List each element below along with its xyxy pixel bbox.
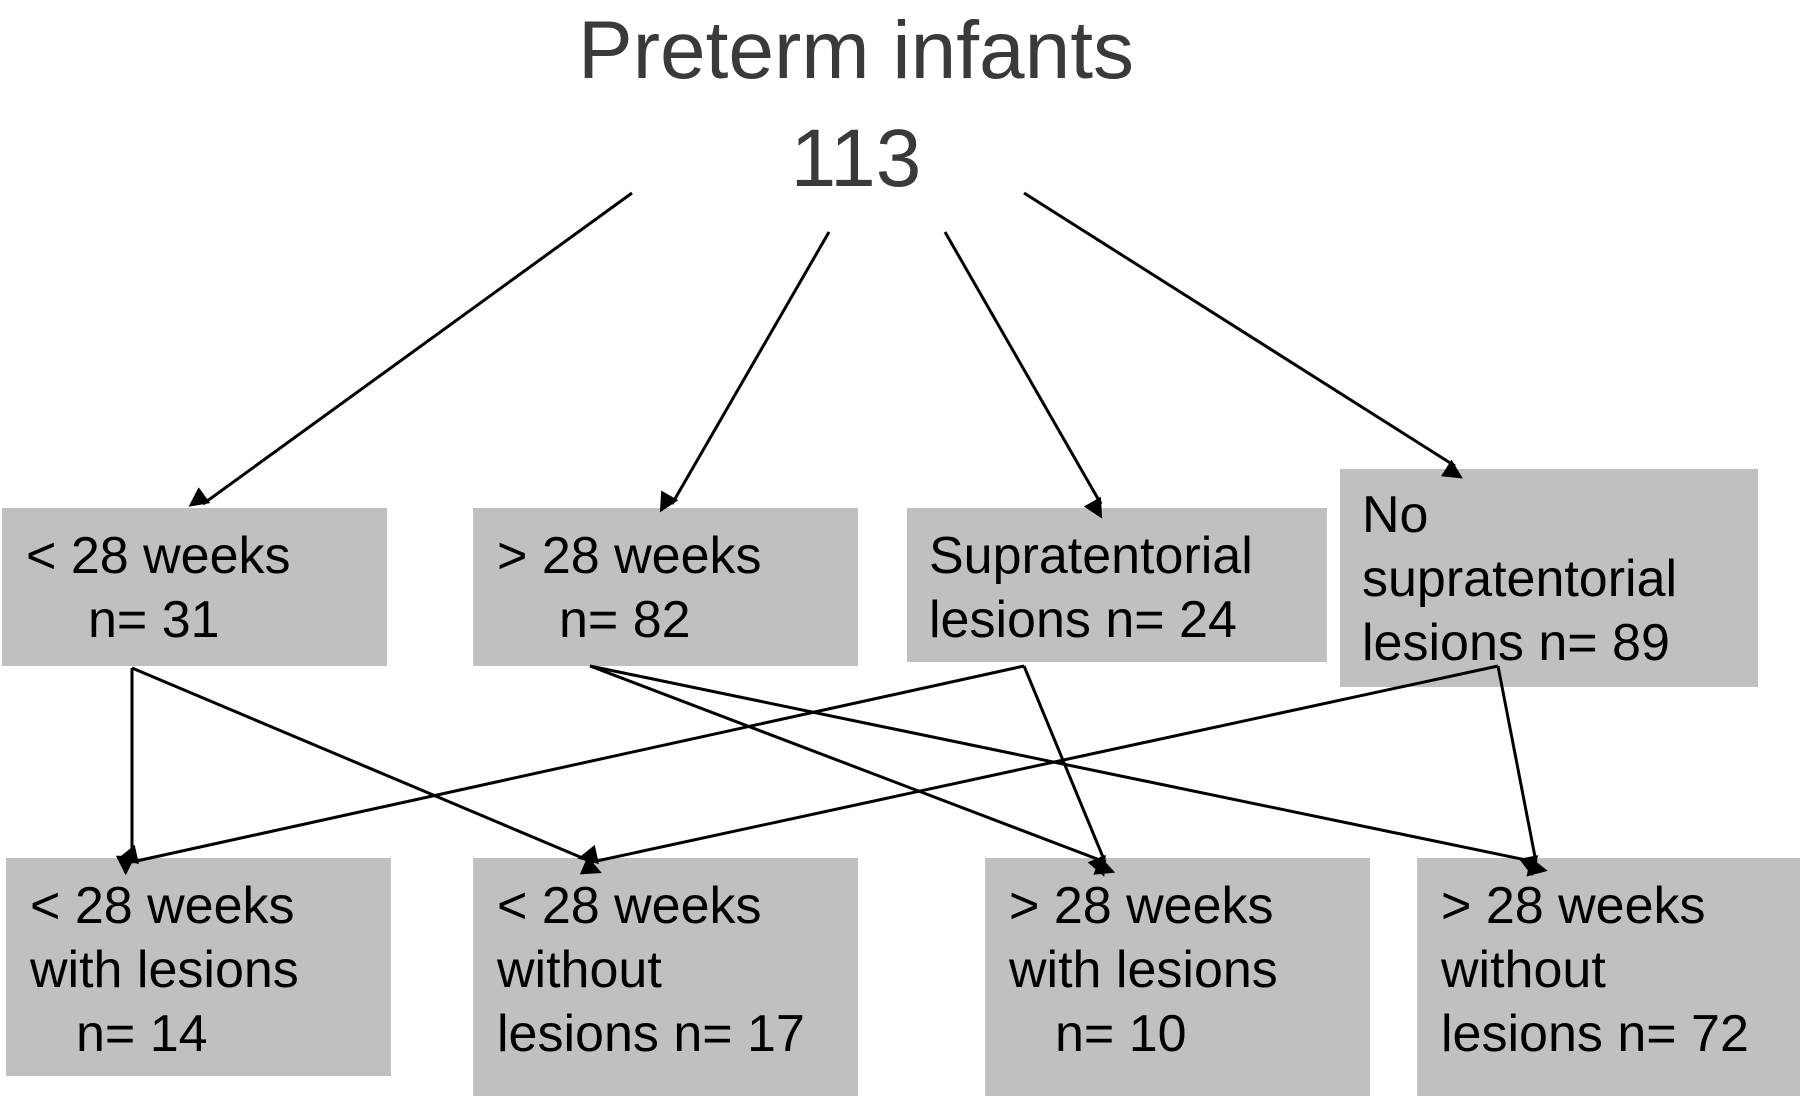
node-gt28-with-line-1: > 28 weeks: [1009, 877, 1274, 935]
arrow-supra-to-gt28-with: [1022, 665, 1107, 877]
node-supra: Supratentorial lesions n= 24: [907, 508, 1327, 662]
node-lt28-line-2: n= 31: [88, 591, 220, 649]
node-gt28-without: > 28 weeks without lesions n= 72: [1417, 858, 1800, 1096]
node-nosupra-line-1: No: [1362, 486, 1429, 544]
node-gt28-line-1: > 28 weeks: [497, 527, 762, 585]
node-lt28-without-line-3: lesions n= 17: [497, 1005, 805, 1063]
node-gt28-with-line-2: with lesions: [1009, 941, 1278, 999]
node-gt28-with: > 28 weeks with lesions n= 10: [985, 858, 1370, 1096]
arrow-gt28-to-gt28-with: [589, 664, 1116, 875]
node-lt28-without-line-1: < 28 weeks: [497, 877, 762, 935]
node-nosupra-line-3: lesions n= 89: [1362, 614, 1670, 672]
arrow-nosupra-to-lt28-without: [577, 664, 1499, 865]
root-title: Preterm infants: [578, 5, 1134, 96]
node-supra-line-1: Supratentorial: [929, 527, 1253, 585]
arrow-root-to-supra: [943, 231, 1103, 519]
node-lt28: < 28 weeks n= 31: [2, 508, 387, 666]
node-lt28-with: < 28 weeks with lesions n= 14: [6, 858, 391, 1076]
node-gt28: > 28 weeks n= 82: [473, 508, 858, 666]
arrow-lt28-to-lt28-without: [131, 666, 602, 875]
arrow-root-to-lt28: [188, 191, 633, 507]
node-nosupra: No supratentorial lesions n= 89: [1340, 469, 1758, 687]
root-count: 113: [790, 113, 922, 204]
node-lt28-with-line-3: n= 14: [76, 1005, 208, 1063]
node-gt28-without-line-3: lesions n= 72: [1441, 1005, 1749, 1063]
node-gt28-with-line-3: n= 10: [1055, 1005, 1187, 1063]
node-gt28-without-line-1: > 28 weeks: [1441, 877, 1706, 935]
node-supra-line-2: lesions n= 24: [929, 591, 1237, 649]
arrow-supra-to-lt28-with: [117, 664, 1025, 865]
node-lt28-with-line-2: with lesions: [30, 941, 299, 999]
node-gt28-line-2: n= 82: [559, 591, 691, 649]
arrow-root-to-gt28: [659, 231, 831, 513]
node-lt28-without: < 28 weeks without lesions n= 17: [473, 858, 858, 1096]
node-lt28-with-line-1: < 28 weeks: [30, 877, 295, 935]
arrow-nosupra-to-gt28-without: [1496, 665, 1539, 877]
arrow-root-to-nosupra: [1023, 191, 1463, 479]
node-nosupra-line-2: supratentorial: [1362, 550, 1678, 608]
node-lt28-without-line-2: without: [497, 941, 662, 999]
node-lt28-line-1: < 28 weeks: [26, 527, 291, 585]
node-gt28-without-line-2: without: [1441, 941, 1606, 999]
